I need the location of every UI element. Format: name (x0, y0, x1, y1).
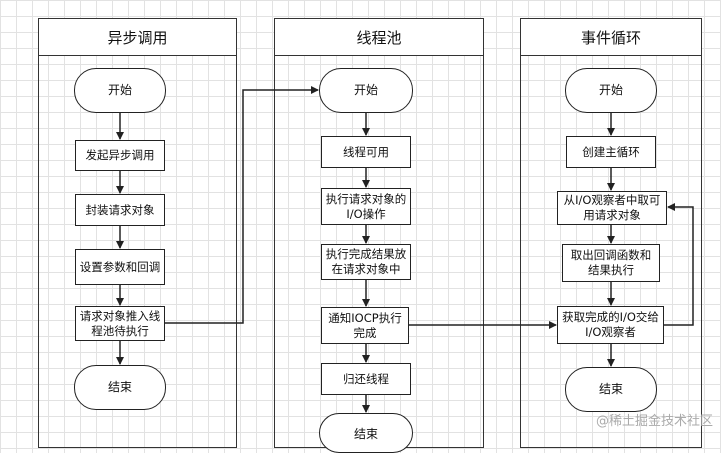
lane-title: 异步调用 (39, 19, 236, 56)
lane-thread-pool: 线程池 (274, 18, 484, 448)
node-e-end: 结束 (565, 367, 657, 412)
node-e-loop: 创建主循环 (566, 136, 656, 168)
node-e-take: 从I/O观察者中取可用请求对象 (557, 191, 667, 225)
watermark: @稀土掘金技术社区 (595, 414, 713, 429)
node-t-start: 开始 (319, 68, 413, 113)
node-t-return: 归还线程 (321, 363, 411, 395)
node-a-wrap: 封装请求对象 (75, 194, 165, 226)
node-a-start: 开始 (74, 68, 166, 113)
node-a-params: 设置参数和回调 (75, 249, 165, 285)
node-e-get: 获取完成的I/O交给I/O观察者 (557, 306, 664, 344)
node-t-end: 结束 (319, 413, 413, 453)
node-e-start: 开始 (565, 68, 657, 113)
lane-title: 事件循环 (521, 19, 701, 56)
lane-async-call: 异步调用 (38, 18, 237, 448)
node-e-run: 取出回调函数和结果执行 (562, 244, 660, 282)
node-a-push: 请求对象推入线程池待执行 (75, 306, 165, 341)
node-t-notify: 通知IOCP执行完成 (321, 307, 409, 344)
node-t-done: 执行完成结果放在请求对象中 (321, 244, 411, 280)
lane-title: 线程池 (275, 19, 483, 56)
node-t-exec: 执行请求对象的I/O操作 (321, 188, 411, 225)
node-t-avail: 线程可用 (321, 136, 411, 168)
node-a-call: 发起异步调用 (75, 140, 165, 171)
node-a-end: 结束 (74, 365, 166, 410)
